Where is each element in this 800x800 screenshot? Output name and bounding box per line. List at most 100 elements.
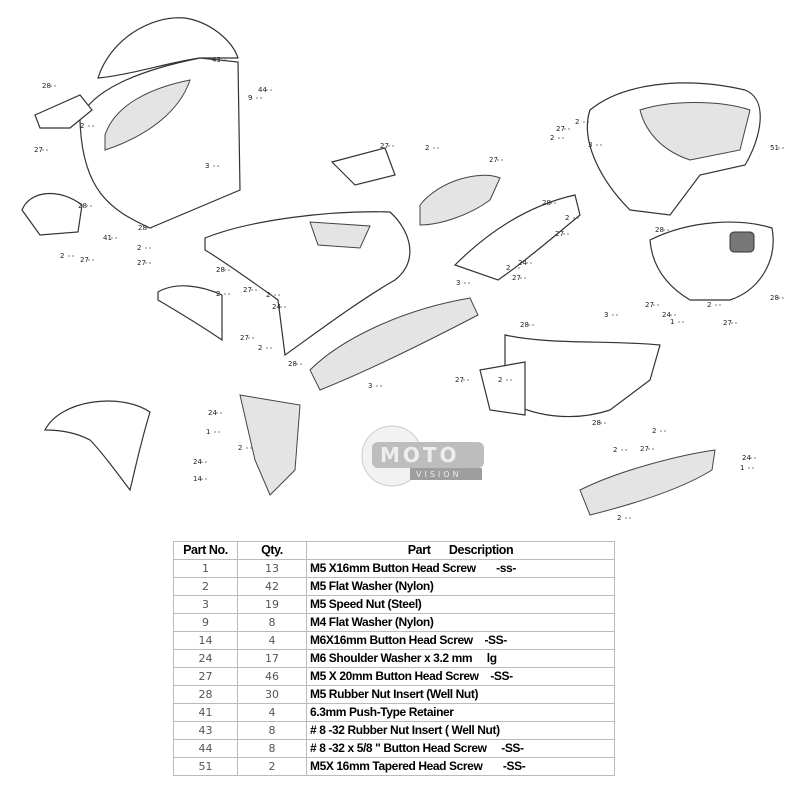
description-cell: M5 X 20mm Button Head Screw -SS- bbox=[306, 667, 615, 686]
callout-label: 1 bbox=[740, 464, 744, 472]
description-cell: # 8 -32 Rubber Nut Insert ( Well Nut) bbox=[306, 721, 615, 740]
callout-label: 27 bbox=[556, 125, 565, 133]
side-panel-vent bbox=[309, 221, 371, 249]
callout-label: 3 bbox=[205, 162, 209, 170]
windscreen bbox=[97, 17, 239, 79]
duct-left bbox=[21, 192, 83, 236]
header-part-no: Part No. bbox=[173, 541, 238, 560]
callout-label: 51 bbox=[770, 144, 779, 152]
callout-label: 27 bbox=[512, 274, 521, 282]
callout-label: 27 bbox=[645, 301, 654, 309]
callout-label: 28 bbox=[770, 294, 779, 302]
callout-label: 28 bbox=[542, 199, 551, 207]
callout-label: 28 bbox=[592, 419, 601, 427]
quantity-cell: 8 bbox=[237, 613, 307, 632]
upper-fairing bbox=[79, 57, 241, 229]
callout-label: 2 bbox=[137, 244, 141, 252]
quantity-cell: 30 bbox=[237, 685, 307, 704]
upper-fairing-headlight-opening bbox=[104, 79, 191, 151]
quantity-cell: 8 bbox=[237, 721, 307, 740]
mid-duct bbox=[419, 174, 501, 226]
callout-label: 27 bbox=[34, 146, 43, 154]
part-number-cell: 44 bbox=[173, 739, 238, 758]
description-cell: M5 Speed Nut (Steel) bbox=[306, 595, 615, 614]
callout-label: 3 bbox=[604, 311, 608, 319]
mirror-block-right bbox=[330, 147, 396, 186]
lower-side-panel-left bbox=[157, 285, 223, 342]
lower-air-duct bbox=[239, 394, 301, 496]
tail-seat-opening bbox=[639, 102, 751, 161]
callout-label: 27 bbox=[640, 445, 649, 453]
callout-label: 2 bbox=[565, 214, 569, 222]
table-header-row: Part No. Qty. Part Description bbox=[173, 541, 615, 560]
part-number-cell: 28 bbox=[173, 685, 238, 704]
callout-label: 28 bbox=[42, 82, 51, 90]
callout-label: 27 bbox=[137, 259, 146, 267]
mirror-block-left bbox=[34, 94, 93, 129]
motovision-logo: MOTO VISION bbox=[361, 425, 484, 487]
belly-pan bbox=[309, 297, 479, 391]
callout-label: 27 bbox=[489, 156, 498, 164]
part-number-cell: 43 bbox=[173, 721, 238, 740]
description-cell: M5 Rubber Nut Insert (Well Nut) bbox=[306, 685, 615, 704]
callout-label: 24 bbox=[272, 303, 281, 311]
callout-label: 28 bbox=[216, 266, 225, 274]
part-number-cell: 14 bbox=[173, 631, 238, 650]
callout-label: 41 bbox=[103, 234, 112, 242]
part-number-cell: 1 bbox=[173, 559, 238, 578]
quantity-cell: 8 bbox=[237, 739, 307, 758]
quantity-cell: 17 bbox=[237, 649, 307, 668]
quantity-cell: 19 bbox=[237, 595, 307, 614]
side-panel-right-small bbox=[479, 361, 526, 416]
side-panel-right bbox=[504, 334, 661, 418]
callout-label: 2 bbox=[60, 252, 64, 260]
callout-label: 43 bbox=[212, 56, 221, 64]
callout-label: 3 bbox=[456, 279, 460, 287]
svg-text:VISION: VISION bbox=[416, 470, 462, 479]
callout-label: 9 bbox=[248, 94, 252, 102]
description-cell: M5 Flat Washer (Nylon) bbox=[306, 577, 615, 596]
description-cell: M5X 16mm Tapered Head Screw -SS- bbox=[306, 757, 615, 776]
quantity-cell: 46 bbox=[237, 667, 307, 686]
callout-label: 2 bbox=[80, 122, 84, 130]
part-number-cell: 41 bbox=[173, 703, 238, 722]
description-cell: M4 Flat Washer (Nylon) bbox=[306, 613, 615, 632]
callout-label: 24 bbox=[662, 311, 671, 319]
callout-label: 2 bbox=[498, 376, 502, 384]
callout-label: 1 bbox=[670, 318, 674, 326]
callout-label: 2 bbox=[613, 446, 617, 454]
tank-cover bbox=[649, 221, 774, 301]
quantity-cell: 2 bbox=[237, 757, 307, 776]
callout-label: 27 bbox=[243, 286, 252, 294]
callout-label: 2 bbox=[707, 301, 711, 309]
callout-label: 27 bbox=[240, 334, 249, 342]
description-cell: # 8 -32 x 5/8 " Button Head Screw -SS- bbox=[306, 739, 615, 758]
callout-label: 24 bbox=[193, 458, 202, 466]
callout-label: 2 bbox=[506, 264, 510, 272]
callout-label: 27 bbox=[380, 142, 389, 150]
callout-label: 28 bbox=[138, 224, 147, 232]
callout-label: 27 bbox=[555, 230, 564, 238]
quantity-cell: 4 bbox=[237, 631, 307, 650]
callout-label: 28 bbox=[78, 202, 87, 210]
callout-label: 3 bbox=[368, 382, 372, 390]
part-number-cell: 24 bbox=[173, 649, 238, 668]
callout-label: 28 bbox=[520, 321, 529, 329]
callout-label: 24 bbox=[208, 409, 217, 417]
callout-label: 24 bbox=[742, 454, 751, 462]
callout-label: 2 bbox=[216, 290, 220, 298]
callout-label: 2 bbox=[258, 344, 262, 352]
callout-label: 2 bbox=[575, 118, 579, 126]
callout-label: 44 bbox=[258, 86, 267, 94]
